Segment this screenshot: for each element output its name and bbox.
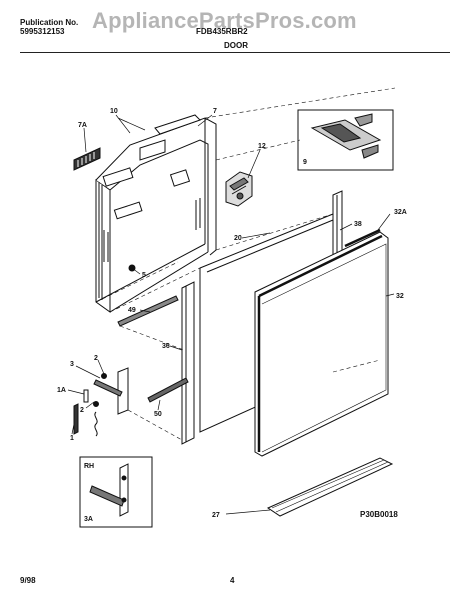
door-panel-32 (254, 231, 389, 457)
leader-lines (67, 114, 395, 515)
label-part-10: 10 (110, 108, 118, 115)
hinge-rail-49 (117, 295, 179, 327)
label-part-36: 36 (162, 343, 170, 350)
figure-code: P30B0018 (360, 510, 398, 519)
label-inset-rh: RH (84, 463, 94, 470)
label-part-1a: 1A (57, 387, 66, 394)
label-part-32: 32 (396, 293, 404, 300)
dispenser-12 (225, 171, 253, 207)
label-part-49: 49 (128, 307, 136, 314)
label-part-7: 7 (213, 108, 217, 115)
trim-strip-32a (344, 228, 381, 248)
label-part-2-upper: 2 (94, 355, 98, 362)
model-number: FDB435RBR2 (196, 27, 248, 36)
label-part-7a: 7A (78, 122, 87, 129)
label-part-20: 20 (234, 235, 242, 242)
label-part-5: 5 (142, 272, 146, 279)
footer-date: 9/98 (20, 576, 36, 585)
label-part-1: 1 (70, 435, 74, 442)
label-part-27: 27 (212, 512, 220, 519)
label-part-3a: 3A (84, 516, 93, 523)
inner-door-frame (95, 114, 217, 313)
label-part-38: 38 (354, 221, 362, 228)
section-title: DOOR (224, 41, 248, 50)
watermark: AppliancePartsPros.com (92, 8, 357, 33)
header-divider (20, 52, 450, 53)
label-part-2-lower: 2 (80, 407, 84, 414)
label-part-50: 50 (154, 411, 162, 418)
hinge-assembly-3 (73, 367, 129, 437)
vent-7a (73, 147, 101, 171)
page-number: 4 (230, 576, 235, 585)
label-part-9: 9 (303, 159, 307, 166)
label-part-32a: 32A (394, 209, 407, 216)
assembly-guides (95, 87, 396, 441)
hinge-rail-50 (147, 377, 189, 403)
label-part-3: 3 (70, 361, 74, 368)
publication-number: 5995312153 (20, 27, 65, 36)
bottom-rail-27 (266, 457, 394, 517)
inset-9 (297, 109, 394, 171)
label-part-12: 12 (258, 143, 266, 150)
publication-label: Publication No. (20, 18, 79, 27)
inset-rh (79, 456, 153, 528)
side-trim-36 (181, 281, 195, 445)
